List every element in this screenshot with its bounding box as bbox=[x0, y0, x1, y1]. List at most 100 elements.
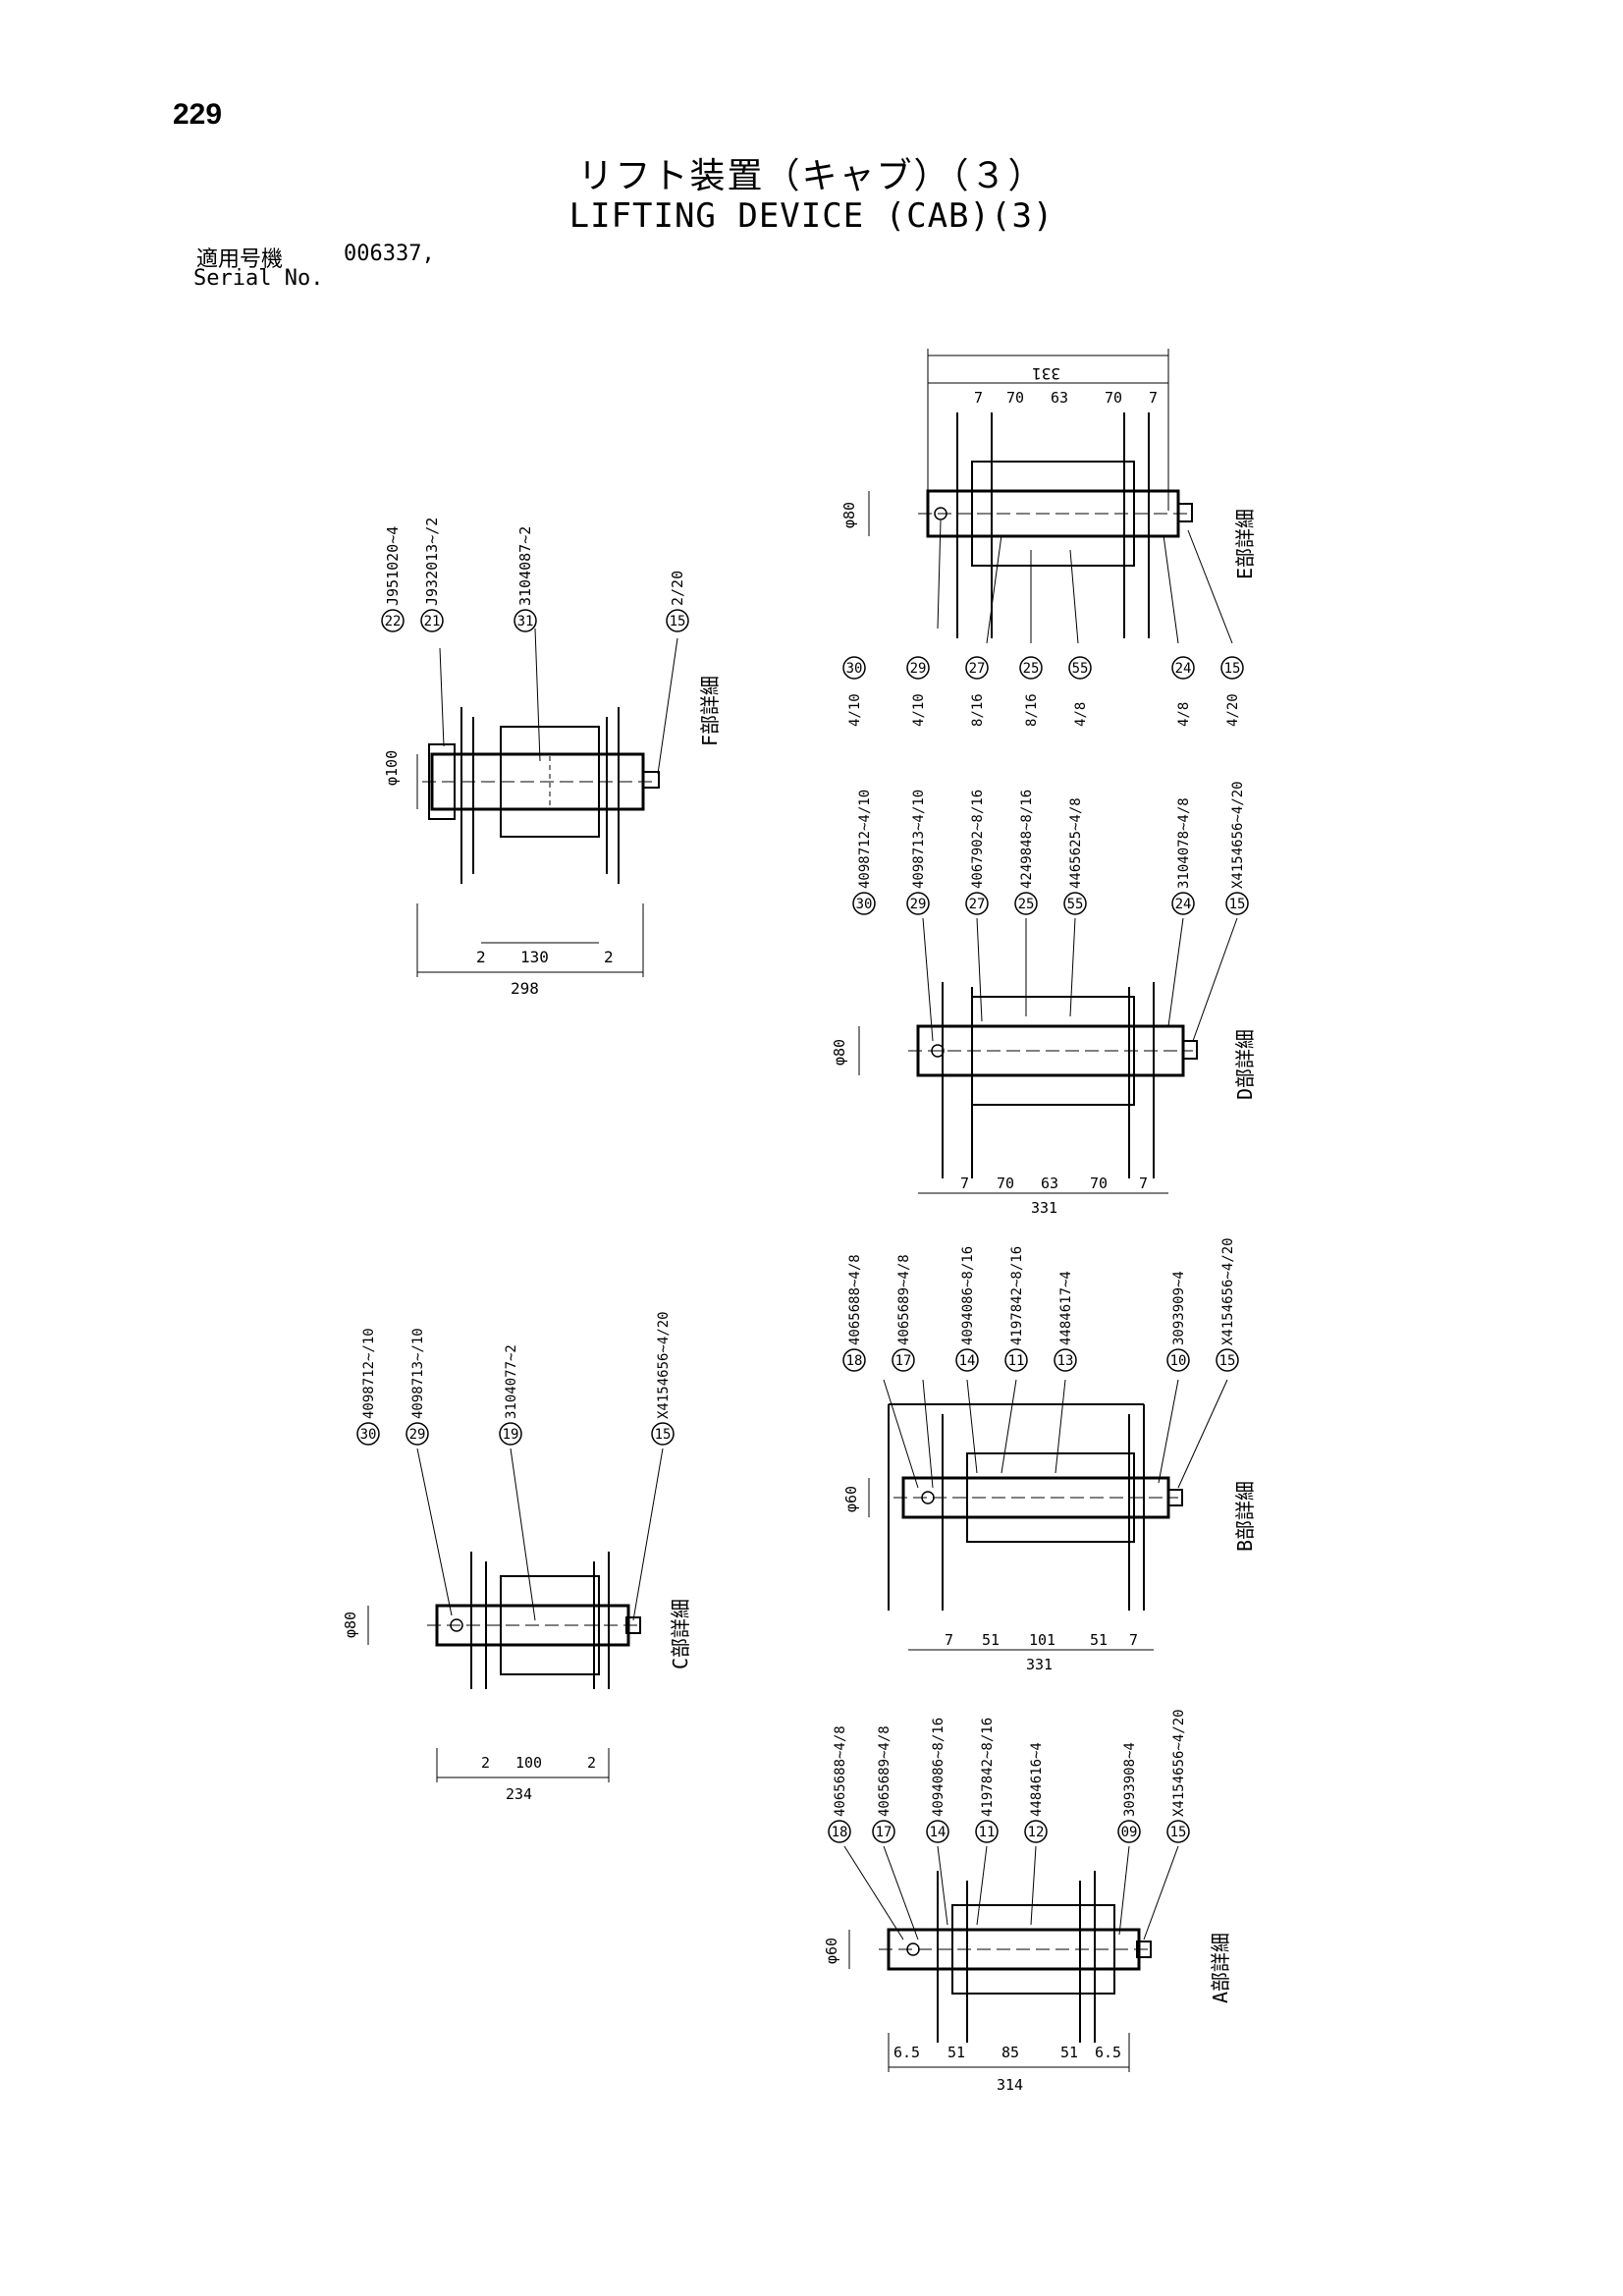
a-dim-total: 314 bbox=[997, 2076, 1023, 2094]
svg-text:2/20: 2/20 bbox=[669, 571, 686, 606]
svg-text:30: 30 bbox=[360, 1427, 377, 1443]
pin-f-end bbox=[642, 771, 660, 789]
e-callout-24: 24 4/8 bbox=[1171, 656, 1195, 727]
svg-text:15: 15 bbox=[1219, 1353, 1236, 1369]
d-dim-total: 331 bbox=[1031, 1199, 1057, 1217]
b-callout-13: 13 4484617~4 bbox=[1054, 1271, 1077, 1372]
svg-text:2: 2 bbox=[587, 1754, 596, 1772]
svg-text:29: 29 bbox=[910, 661, 927, 677]
svg-text:70: 70 bbox=[1090, 1175, 1108, 1192]
svg-text:4/20: 4/20 bbox=[1225, 693, 1241, 727]
svg-text:63: 63 bbox=[1041, 1175, 1058, 1192]
b-callout-10: 10 3093909~4 bbox=[1166, 1271, 1190, 1372]
e-callout-55: 55 4/8 bbox=[1068, 656, 1092, 727]
boss-e bbox=[971, 461, 1135, 567]
b-callout-14: 14 4094086~8/16 bbox=[955, 1246, 979, 1372]
svg-text:51: 51 bbox=[1090, 1631, 1108, 1649]
svg-text:70: 70 bbox=[1006, 389, 1024, 407]
svg-text:15: 15 bbox=[1224, 661, 1241, 677]
svg-text:18: 18 bbox=[832, 1825, 848, 1840]
c-callout-30: 30 4098712~/10 bbox=[356, 1328, 380, 1446]
c-diameter: φ80 bbox=[342, 1612, 359, 1638]
d-callout-30: 30 4098712~4/10 bbox=[852, 790, 876, 915]
svg-text:J951020~4: J951020~4 bbox=[384, 526, 402, 606]
svg-text:3093909~4: 3093909~4 bbox=[1171, 1271, 1187, 1345]
svg-text:29: 29 bbox=[910, 897, 927, 912]
svg-text:22: 22 bbox=[385, 614, 402, 629]
svg-text:4484617~4: 4484617~4 bbox=[1058, 1271, 1074, 1345]
d-diameter: φ80 bbox=[831, 1039, 848, 1066]
svg-text:25: 25 bbox=[1018, 897, 1035, 912]
a-callout-18: 18 4065688~4/8 bbox=[828, 1725, 851, 1843]
svg-text:14: 14 bbox=[959, 1353, 976, 1369]
svg-text:4197842~8/16: 4197842~8/16 bbox=[980, 1718, 996, 1817]
d-detail-label: D部詳細 bbox=[1233, 1029, 1257, 1100]
svg-text:18: 18 bbox=[846, 1353, 863, 1369]
svg-text:4465625~4/8: 4465625~4/8 bbox=[1068, 797, 1084, 889]
svg-text:8/16: 8/16 bbox=[1024, 693, 1040, 727]
svg-text:15: 15 bbox=[670, 614, 686, 629]
svg-text:10: 10 bbox=[1170, 1353, 1187, 1369]
f-callout-31: 31 3104087~2 bbox=[514, 526, 537, 632]
b-callout-17: 17 4065689~4/8 bbox=[892, 1254, 915, 1372]
e-detail-label: E部詳細 bbox=[1233, 509, 1257, 579]
svg-text:4067902~8/16: 4067902~8/16 bbox=[970, 790, 986, 889]
svg-text:70: 70 bbox=[1105, 389, 1122, 407]
svg-text:3104078~4/8: 3104078~4/8 bbox=[1176, 797, 1192, 889]
d-callout-24: 24 3104078~4/8 bbox=[1171, 797, 1195, 915]
svg-text:4484616~4: 4484616~4 bbox=[1029, 1742, 1045, 1817]
a-callout-15: 15 X4154656~4/20 bbox=[1166, 1709, 1190, 1843]
svg-text:11: 11 bbox=[979, 1825, 996, 1840]
svg-text:100: 100 bbox=[515, 1754, 542, 1772]
boss-a bbox=[951, 1904, 1115, 1995]
svg-text:27: 27 bbox=[969, 897, 986, 912]
svg-text:X4154656~4/20: X4154656~4/20 bbox=[1220, 1237, 1236, 1345]
svg-text:X4154656~4/20: X4154656~4/20 bbox=[1171, 1709, 1187, 1817]
f-detail-label: F部詳細 bbox=[698, 676, 722, 746]
d-callout-55: 55 4465625~4/8 bbox=[1063, 797, 1087, 915]
a-callout-12: 12 4484616~4 bbox=[1024, 1742, 1048, 1843]
serial-value: 006337, bbox=[344, 242, 435, 266]
title-japanese: リフト装置（キャブ）（３） bbox=[577, 156, 1046, 196]
svg-text:3104077~2: 3104077~2 bbox=[504, 1344, 519, 1419]
svg-text:4065688~4/8: 4065688~4/8 bbox=[833, 1725, 848, 1817]
svg-text:24: 24 bbox=[1175, 661, 1192, 677]
svg-text:09: 09 bbox=[1121, 1825, 1138, 1840]
svg-text:14: 14 bbox=[930, 1825, 947, 1840]
svg-text:30: 30 bbox=[846, 661, 863, 677]
svg-text:4/10: 4/10 bbox=[911, 693, 927, 727]
a-detail-label: A部詳細 bbox=[1209, 1933, 1232, 2003]
b-callout-11: 11 4197842~8/16 bbox=[1004, 1246, 1028, 1372]
svg-text:31: 31 bbox=[517, 614, 534, 629]
svg-text:17: 17 bbox=[876, 1825, 893, 1840]
f-dim-total: 298 bbox=[511, 979, 539, 998]
f-callout-21: 21 J932013~/2 bbox=[420, 518, 444, 632]
svg-text:4065689~4/8: 4065689~4/8 bbox=[896, 1254, 912, 1345]
svg-text:X4154656~4/20: X4154656~4/20 bbox=[656, 1311, 672, 1419]
svg-text:7: 7 bbox=[974, 389, 983, 407]
serial-label-japanese: 適用号機 bbox=[196, 247, 284, 272]
detail-a: φ60 6.5 51 85 51 6.5 314 18 4065688~4/8 … bbox=[823, 1709, 1232, 2094]
svg-text:63: 63 bbox=[1051, 389, 1068, 407]
a-callout-11: 11 4197842~8/16 bbox=[975, 1718, 999, 1843]
c-dim-total: 234 bbox=[506, 1785, 532, 1803]
svg-text:7: 7 bbox=[960, 1175, 969, 1192]
svg-text:X4154656~4/20: X4154656~4/20 bbox=[1230, 781, 1246, 889]
e-callout-29: 29 4/10 bbox=[906, 656, 930, 727]
f-diameter: φ100 bbox=[383, 750, 401, 786]
svg-text:85: 85 bbox=[1001, 2044, 1019, 2061]
svg-text:7: 7 bbox=[1139, 1175, 1148, 1192]
b-callout-15: 15 X4154656~4/20 bbox=[1216, 1237, 1239, 1372]
svg-text:51: 51 bbox=[947, 2044, 965, 2061]
svg-text:15: 15 bbox=[1229, 897, 1246, 912]
svg-text:55: 55 bbox=[1067, 897, 1084, 912]
e-dim-total: 331 bbox=[1032, 364, 1060, 383]
svg-text:4094086~8/16: 4094086~8/16 bbox=[931, 1718, 947, 1817]
d-callout-25: 25 4249848~8/16 bbox=[1014, 790, 1038, 915]
b-detail-label: B部詳細 bbox=[1233, 1481, 1257, 1552]
d-callout-27: 27 4067902~8/16 bbox=[965, 790, 989, 915]
svg-text:51: 51 bbox=[982, 1631, 1000, 1649]
svg-text:13: 13 bbox=[1057, 1353, 1074, 1369]
svg-text:15: 15 bbox=[1170, 1825, 1187, 1840]
